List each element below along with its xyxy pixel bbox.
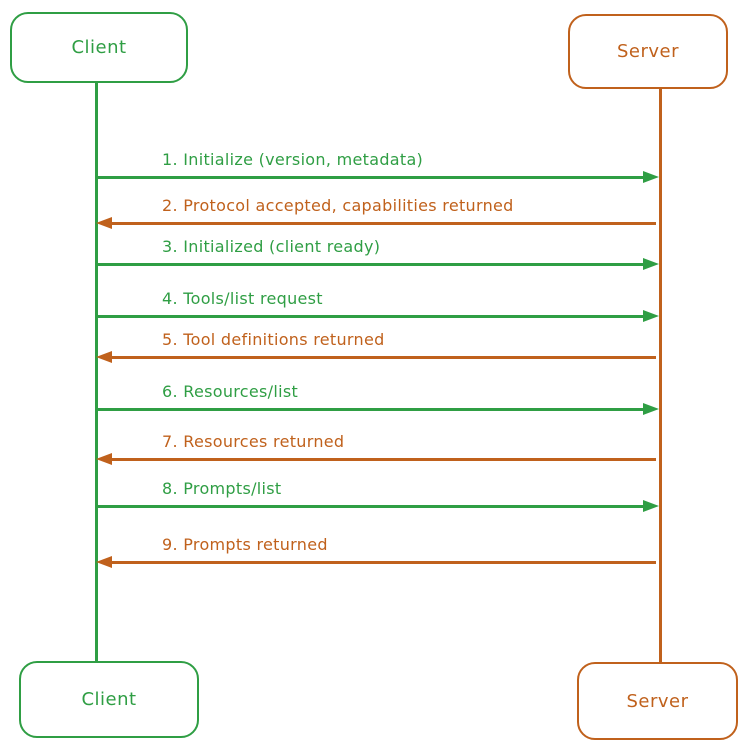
arrowhead-right-icon <box>643 309 659 322</box>
actor-box-server-top: Server <box>568 14 728 89</box>
message-2-line <box>110 222 656 225</box>
message-1-label: 1. Initialize (version, metadata) <box>162 150 424 169</box>
actor-label-server-top: Server <box>616 41 680 62</box>
message-6-label: 6. Resources/list <box>162 382 299 401</box>
arrowhead-left-icon <box>96 216 112 229</box>
message-6-line <box>96 408 646 411</box>
message-8-line <box>96 505 646 508</box>
message-3-label: 3. Initialized (client ready) <box>162 237 381 256</box>
message-1-line <box>96 176 646 179</box>
message-7-line <box>110 458 656 461</box>
arrowhead-right-icon <box>643 170 659 183</box>
message-5-line <box>110 356 656 359</box>
actor-label-client-bottom: Client <box>81 689 137 710</box>
message-9-label: 9. Prompts returned <box>162 535 328 554</box>
server-lifeline <box>659 89 662 662</box>
arrowhead-right-icon <box>643 402 659 415</box>
message-9-line <box>110 561 656 564</box>
arrowhead-right-icon <box>643 257 659 270</box>
client-lifeline <box>95 83 98 661</box>
arrowhead-left-icon <box>96 350 112 363</box>
message-5-label: 5. Tool definitions returned <box>162 330 385 349</box>
message-4-label: 4. Tools/list request <box>162 289 323 308</box>
message-4-line <box>96 315 646 318</box>
arrowhead-left-icon <box>96 555 112 568</box>
actor-box-client-top: Client <box>10 12 188 83</box>
actor-label-client-top: Client <box>71 37 127 58</box>
actor-box-server-bottom: Server <box>577 662 738 740</box>
message-8-label: 8. Prompts/list <box>162 479 282 498</box>
actor-box-client-bottom: Client <box>19 661 199 738</box>
message-3-line <box>96 263 646 266</box>
arrowhead-right-icon <box>643 499 659 512</box>
message-2-label: 2. Protocol accepted, capabilities retur… <box>162 196 514 215</box>
actor-label-server-bottom: Server <box>626 690 689 712</box>
message-7-label: 7. Resources returned <box>162 432 345 451</box>
arrowhead-left-icon <box>96 452 112 465</box>
